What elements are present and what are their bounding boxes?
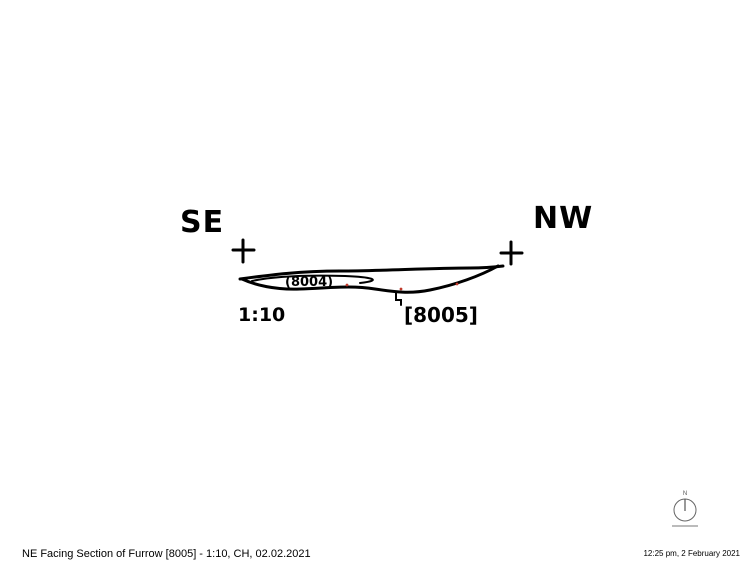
label-cut-8005: [8005] [404, 303, 478, 327]
ground-surface-line [238, 264, 505, 281]
inclusion-marks [345, 282, 459, 291]
label-scale: 1:10 [238, 304, 285, 326]
fill-boundary-line [251, 274, 374, 284]
north-arrow-icon: N [672, 491, 698, 527]
label-fill-8004: (8004) [285, 275, 333, 290]
survey-cross-nw-icon [499, 240, 524, 266]
drawing-title: NE Facing Section of Furrow [8005] - 1:1… [22, 548, 311, 560]
survey-cross-se-icon [231, 238, 256, 264]
timestamp: 12:25 pm, 2 February 2021 [643, 549, 740, 558]
label-se: SE [180, 205, 224, 240]
compass-north-label: N [683, 491, 687, 497]
label-nw: NW [533, 201, 593, 236]
cut-leader-line [395, 291, 402, 306]
furrow-cut-profile [240, 264, 500, 294]
